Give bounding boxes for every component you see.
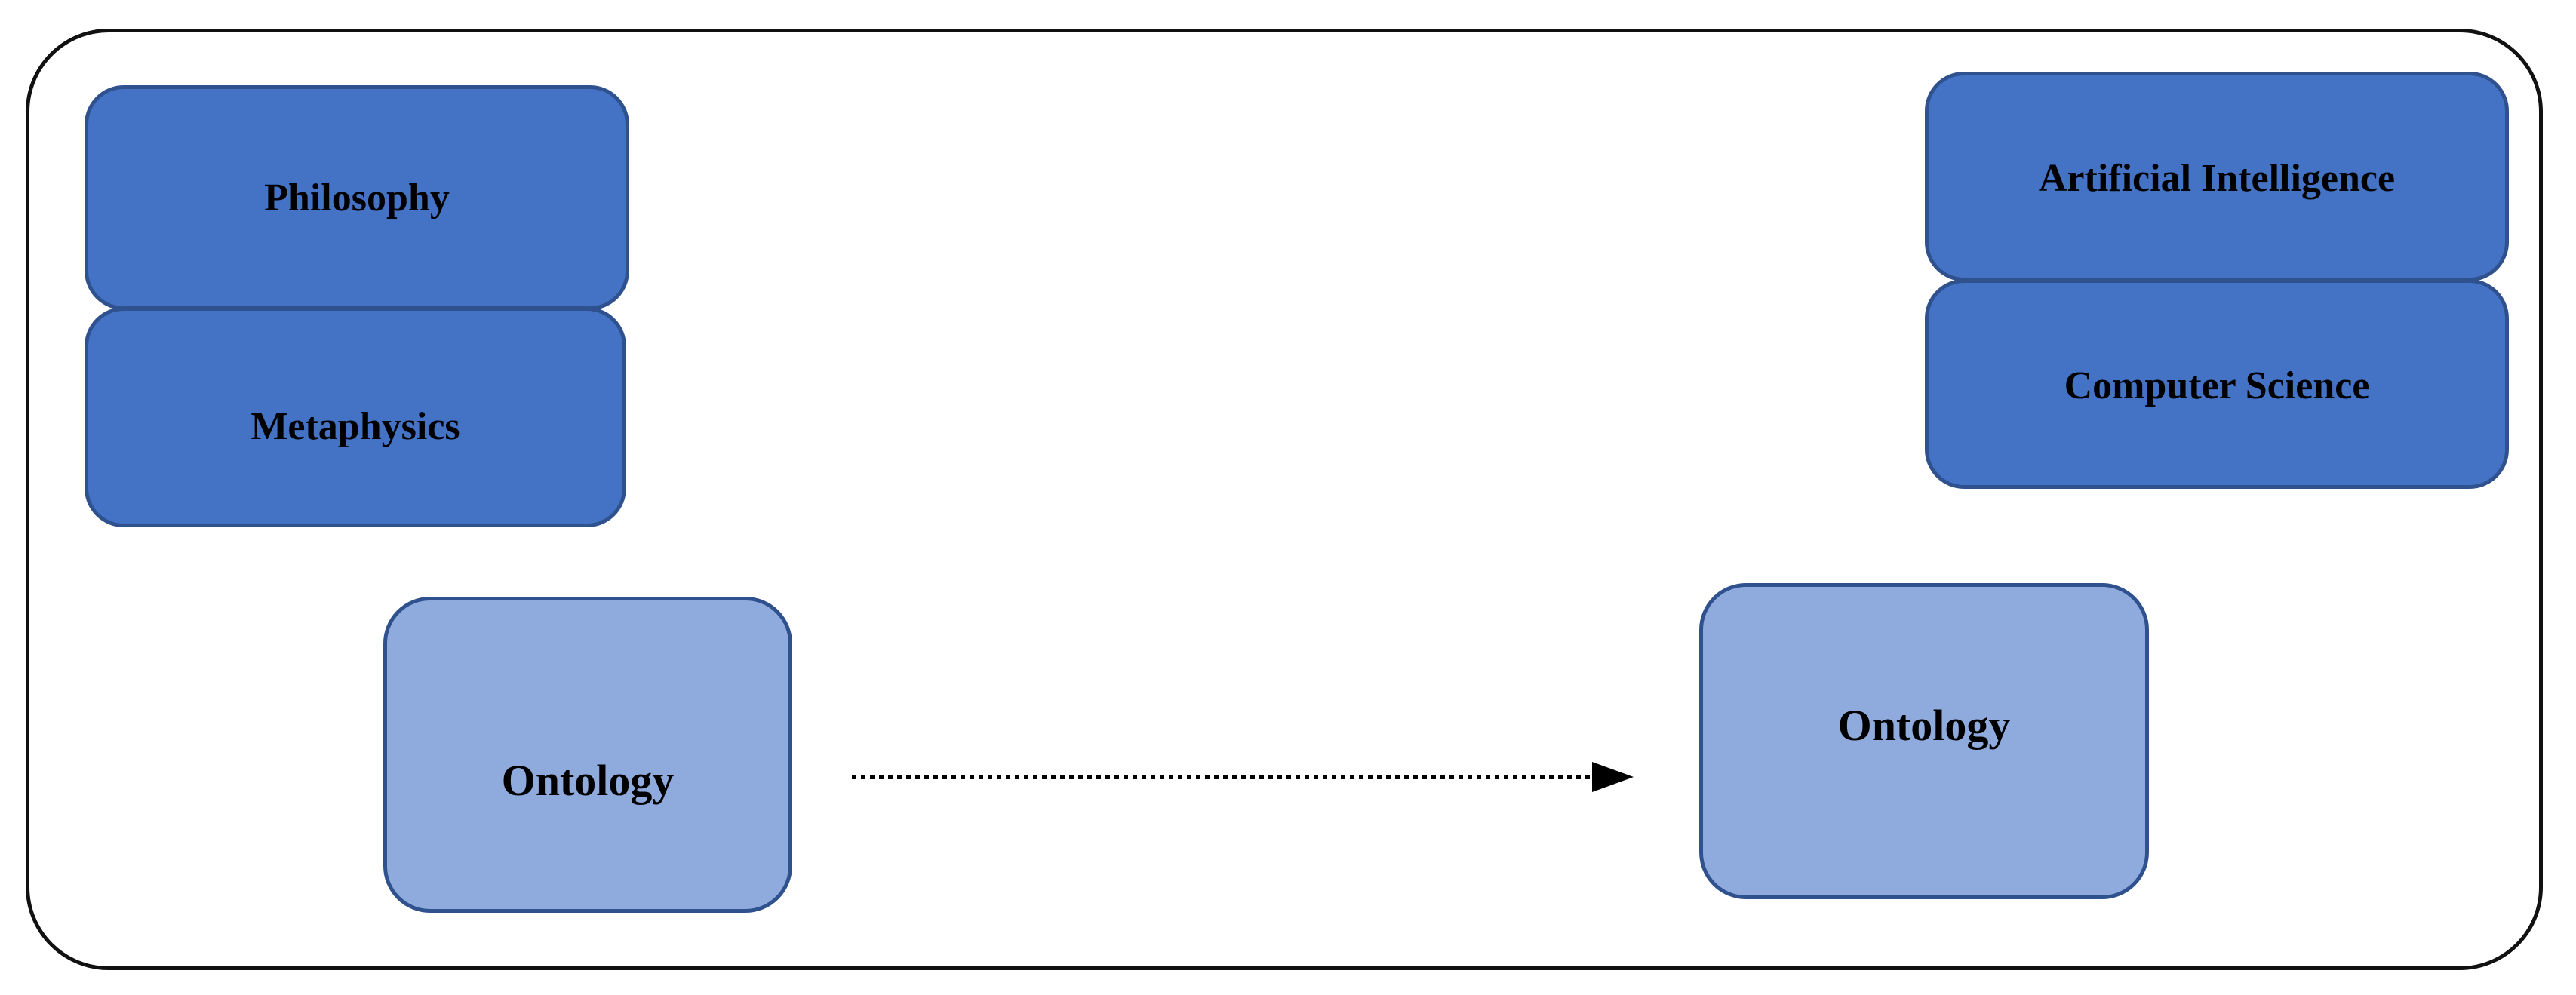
artificial-intelligence-label: Artificial Intelligence — [2038, 156, 2396, 200]
ontology-label-left: Ontology — [501, 756, 675, 805]
computer-science-box: Computer Science — [1925, 279, 2509, 489]
philosophy-box: Philosophy — [85, 85, 629, 310]
arrowhead-icon — [1592, 762, 1634, 792]
metaphysics-label: Metaphysics — [251, 404, 460, 448]
ontology-label-right: Ontology — [1837, 701, 2011, 750]
philosophy-label: Philosophy — [264, 176, 450, 220]
dotted-arrow — [852, 762, 1634, 792]
ontology-box-right: Ontology — [1699, 583, 2149, 899]
computer-science-label: Computer Science — [2064, 364, 2370, 407]
diagram-frame — [26, 29, 2543, 970]
ontology-box-left: Ontology — [383, 597, 792, 913]
metaphysics-box: Metaphysics — [85, 307, 626, 527]
artificial-intelligence-box: Artificial Intelligence — [1925, 72, 2509, 281]
